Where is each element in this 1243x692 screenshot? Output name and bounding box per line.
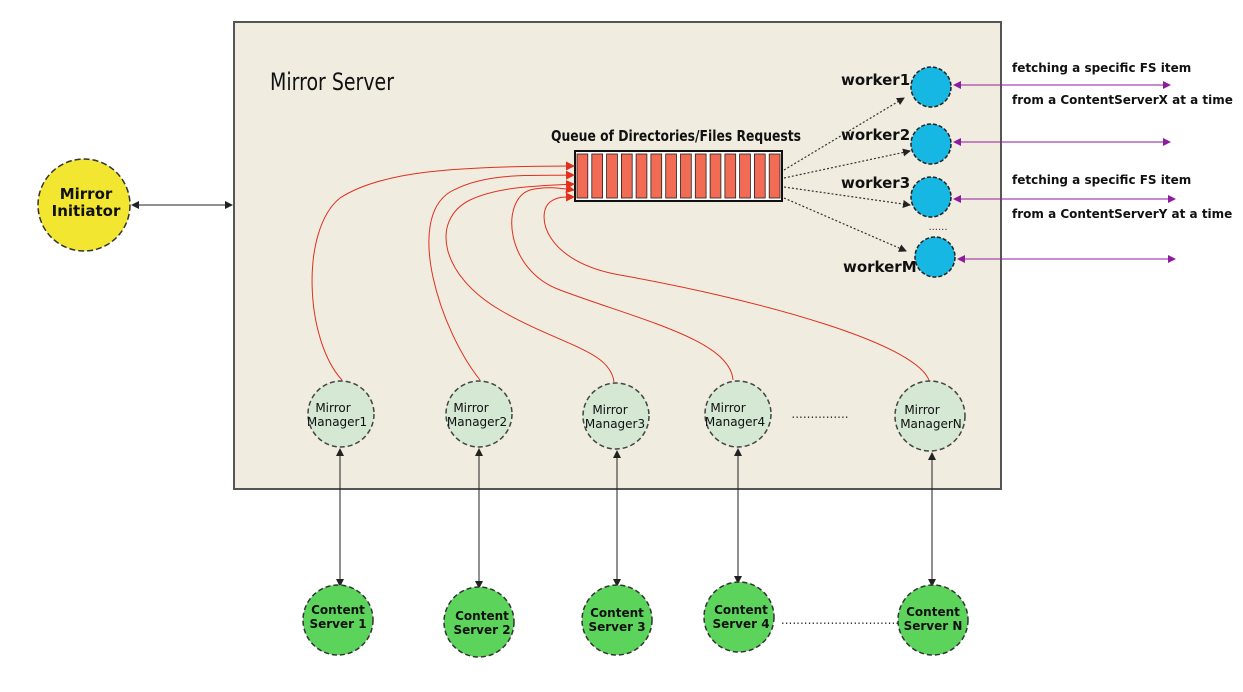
managerN-line1: Mirror	[904, 403, 939, 417]
queue-slot	[606, 153, 618, 199]
mirror-manager-N: Mirror ManagerN	[894, 380, 966, 452]
mirror-initiator-label-line2: Initiator	[52, 202, 121, 220]
queue-slot	[724, 153, 737, 199]
manager-content-links	[336, 448, 936, 589]
content-server-1: Content Server 1	[302, 584, 374, 656]
mirror-initiator-node	[37, 158, 131, 252]
manager2-line2: Manager2	[447, 415, 507, 429]
cs1-line2: Server 1	[309, 617, 366, 631]
manager3-line1: Mirror	[592, 403, 627, 417]
worker1-node	[910, 66, 952, 108]
workerM-label: workerM	[843, 258, 917, 276]
note2-line2: from a ContentServerY at a time	[1012, 207, 1232, 221]
mirror-manager-4: Mirror Manager4	[704, 380, 772, 448]
workers: worker1 worker2 worker3 workerM ......	[841, 66, 956, 278]
worker2-node	[910, 123, 952, 165]
worker2-label: worker2	[841, 126, 910, 144]
note1-line2: from a ContentServerX at a time	[1012, 93, 1233, 107]
cs1-line1: Content	[311, 603, 365, 617]
worker-links	[953, 81, 1176, 263]
request-curve-5	[543, 192, 931, 385]
manager1-line1: Mirror	[315, 401, 350, 415]
workers-ellipsis: ......	[928, 222, 947, 233]
queue-slot	[709, 153, 722, 199]
csN-line2: Server N	[904, 619, 963, 633]
request-curve-4	[511, 184, 734, 381]
manager4-line1: Mirror	[710, 401, 745, 415]
mirror-manager-3: Mirror Manager3	[582, 382, 650, 450]
mirror-managers: Mirror Manager1 Mirror Manager2 Mirror M…	[307, 380, 966, 452]
request-curves	[311, 161, 931, 385]
manager1-line2: Manager1	[307, 415, 367, 429]
dispatch-arrow-worker1	[783, 97, 905, 171]
worker3-label: worker3	[841, 174, 910, 192]
dispatch-arrow-worker2	[783, 148, 911, 179]
queue-title: Queue of Directories/Files Requests	[551, 127, 801, 145]
content-server-N: Content Server N	[897, 584, 969, 656]
note2-line1: fetching a specific FS item	[1012, 173, 1191, 187]
content-servers: Content Server 1 Content Server 2 Conten…	[302, 581, 969, 658]
request-curve-3	[445, 179, 615, 383]
manager3-line2: Manager3	[585, 417, 645, 431]
mirror-manager-2: Mirror Manager2	[445, 380, 513, 448]
cs2-line2: Server 2	[453, 623, 510, 637]
cs4-line1: Content	[714, 603, 768, 617]
mirror-server-title: Mirror Server	[270, 68, 394, 96]
manager4-line2: Manager4	[705, 415, 765, 429]
dispatch-arrows	[783, 97, 911, 252]
managerN-line2: ManagerN	[900, 417, 962, 431]
request-curve-2	[428, 170, 575, 381]
queue-slot	[621, 153, 633, 199]
queue-slot	[768, 153, 781, 199]
workerM-node	[914, 236, 956, 278]
queue-slot	[754, 153, 766, 199]
queue-slot	[694, 153, 707, 199]
queue-slot	[576, 153, 589, 199]
queue-slot	[650, 153, 663, 199]
csN-line1: Content	[906, 605, 960, 619]
queue-frame	[574, 150, 783, 202]
content-server-4: Content Server 4	[703, 581, 775, 653]
manager2-line1: Mirror	[453, 401, 488, 415]
worker3-node	[910, 176, 952, 218]
cs2-line1: Content	[455, 609, 509, 623]
content-server-3: Content Server 3	[581, 584, 653, 656]
queue-slot	[665, 153, 677, 199]
queue-slot	[591, 153, 603, 199]
queue-slot	[739, 153, 751, 199]
queue-slot	[680, 153, 692, 199]
cs4-line2: Server 4	[712, 617, 769, 631]
content-server-2: Content Server 2	[443, 586, 515, 658]
mirror-manager-1: Mirror Manager1	[307, 380, 375, 448]
mirror-initiator-label-line1: Mirror	[60, 185, 113, 203]
content-servers-ellipsis: ...............................	[781, 613, 899, 627]
queue-slots	[574, 150, 783, 202]
note1-line1: fetching a specific FS item	[1012, 61, 1191, 75]
worker1-label: worker1	[841, 71, 910, 89]
cs3-line2: Server 3	[588, 620, 645, 634]
dispatch-arrow-worker3	[783, 186, 911, 208]
queue-slot	[635, 153, 648, 199]
cs3-line1: Content	[590, 606, 644, 620]
request-curve-1	[311, 161, 575, 381]
managers-ellipsis: ...............	[791, 407, 848, 421]
